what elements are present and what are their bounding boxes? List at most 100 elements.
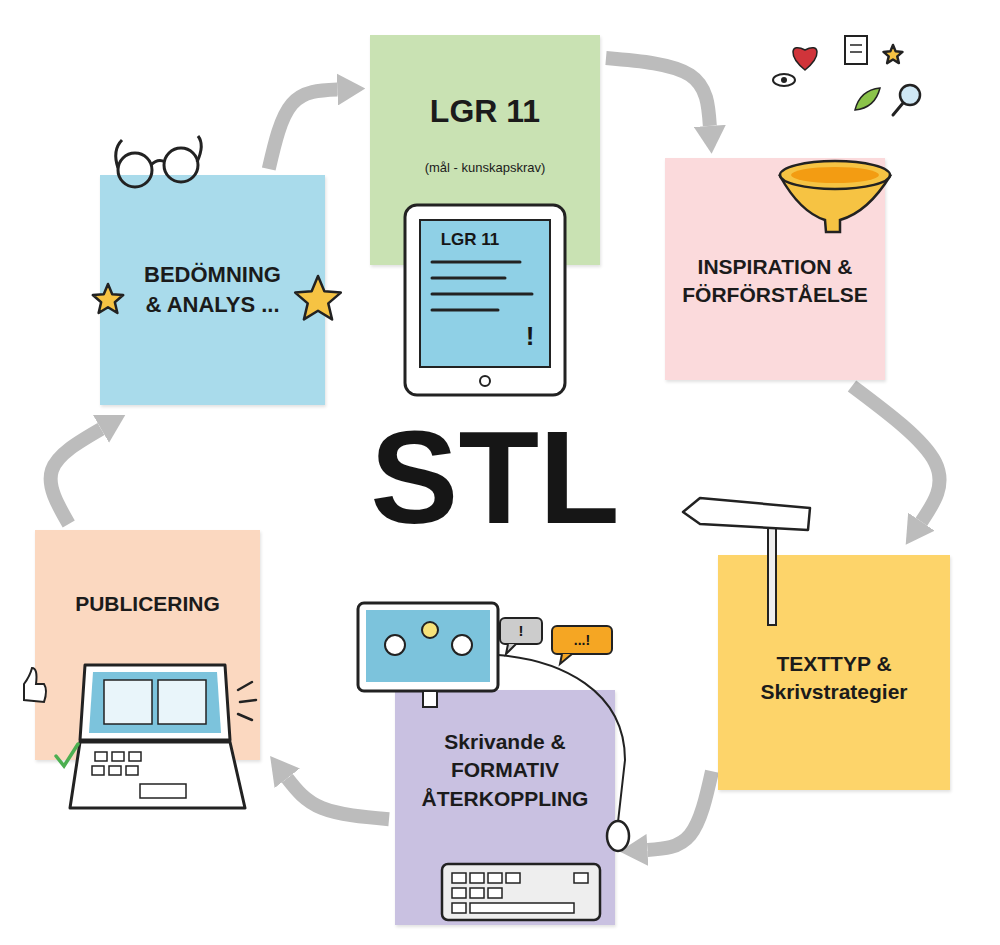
note-heading: BEDÖMNING & ANALYS ...	[140, 260, 285, 319]
laptop-key	[129, 752, 141, 761]
signpost-board	[683, 498, 810, 530]
tablet-body	[405, 205, 565, 395]
lightbulb-doodle	[422, 622, 438, 638]
label-holder: !	[519, 622, 524, 640]
keyboard-icon	[442, 864, 600, 920]
laptop-touchpad	[140, 784, 186, 798]
cycle-arrow	[269, 90, 338, 169]
glasses-lens	[118, 153, 152, 187]
icon-text: LGR 11	[441, 230, 500, 249]
laptop-lid	[80, 665, 230, 740]
keyboard-key	[452, 903, 466, 913]
glasses-arm	[197, 136, 201, 162]
monitor-stand	[423, 691, 437, 707]
eye-pupil	[781, 77, 787, 83]
heart-icon	[793, 48, 817, 70]
note-subtitle: (mål - kunskapskrav)	[386, 159, 584, 177]
funnel-inside	[791, 167, 879, 183]
document-line	[850, 51, 862, 53]
keyboard-key	[452, 888, 466, 898]
motion-line	[240, 700, 256, 702]
laptop-icon	[24, 665, 256, 808]
text-line	[432, 293, 532, 296]
keyboard-space	[470, 903, 574, 913]
motion-line	[238, 682, 252, 690]
cycle-arrow	[287, 778, 389, 819]
label-holder: STL	[370, 412, 619, 544]
note-heading: PUBLICERING	[51, 590, 244, 618]
label-holder: ...!	[574, 631, 590, 649]
note-heading: Skrivande & FORMATIV ÅTERKOPPLING	[411, 728, 599, 813]
cycle-arrow	[852, 386, 940, 522]
document-icon	[845, 36, 867, 64]
face-doodle	[385, 635, 405, 655]
document-line	[850, 44, 862, 46]
keyboard-key	[506, 873, 520, 883]
glasses-arm	[116, 140, 122, 168]
cycle-arrow	[606, 58, 710, 126]
monitor-frame	[358, 603, 498, 691]
magnifier-handle	[893, 103, 903, 115]
speech-bubble	[552, 626, 612, 654]
keyboard-key	[574, 873, 588, 883]
note-heading: INSPIRATION & FÖRFÖRSTÅELSE	[679, 253, 871, 310]
laptop-key	[112, 752, 124, 761]
mouse-icon	[607, 821, 629, 851]
keyboard-key	[452, 873, 466, 883]
speech-bubble-tail	[560, 654, 572, 664]
laptop-key	[92, 766, 104, 775]
funnel-rim	[780, 161, 890, 189]
laptop-key	[109, 766, 121, 775]
face-doodle	[452, 635, 472, 655]
tablet-button	[480, 376, 490, 386]
keyboard-key	[488, 873, 502, 883]
sticky-note: BEDÖMNING & ANALYS ...	[100, 175, 325, 405]
icon-text: !	[519, 622, 524, 639]
star-icon	[883, 45, 902, 63]
laptop-base	[70, 742, 245, 808]
motion-line	[238, 714, 252, 720]
cycle-arrow	[647, 771, 712, 850]
text-line	[432, 261, 520, 264]
computer-icon	[358, 603, 629, 920]
star-icon	[93, 284, 123, 313]
note-heading: TEXTTYP & Skrivstrategier	[734, 650, 934, 707]
cycle-arrow	[51, 429, 101, 524]
glasses-lens	[164, 148, 198, 182]
center-title: STL	[370, 404, 619, 551]
mouse-cable	[498, 655, 625, 822]
tablet-screen	[420, 220, 550, 367]
funnel-cone	[780, 176, 890, 232]
icon-text: ...!	[574, 632, 590, 648]
text-line	[432, 309, 498, 312]
sticky-note: INSPIRATION & FÖRFÖRSTÅELSE	[665, 158, 885, 380]
sticky-note: Skrivande & FORMATIV ÅTERKOPPLING	[395, 690, 615, 925]
text-line	[432, 277, 505, 280]
speech-bubble-tail	[506, 644, 516, 654]
funnel-icon	[773, 36, 920, 232]
laptop-key	[95, 752, 107, 761]
icon-text: !	[526, 321, 535, 351]
thumbs-up-icon	[24, 668, 46, 702]
laptop-key	[126, 766, 138, 775]
label-holder: LGR 11	[441, 231, 500, 249]
note-heading: LGR 11	[386, 90, 584, 133]
keyboard-key	[470, 873, 484, 883]
leaf-icon	[855, 88, 880, 110]
speech-bubble	[500, 618, 542, 644]
sticky-note: TEXTTYP & Skrivstrategier	[718, 555, 950, 790]
glasses-bridge	[151, 161, 165, 165]
tablet-icon	[405, 205, 565, 395]
eye-icon	[773, 74, 795, 86]
monitor-screen	[366, 610, 490, 682]
signpost-icon	[683, 498, 810, 625]
check-mark	[56, 744, 78, 766]
book-page	[158, 680, 206, 724]
sticky-note: PUBLICERING	[35, 530, 260, 760]
keyboard-key	[488, 888, 502, 898]
book-page	[104, 680, 152, 724]
glasses-icon	[116, 136, 202, 187]
label-holder: !	[526, 323, 535, 349]
keyboard-key	[470, 888, 484, 898]
star-icon	[295, 276, 341, 319]
